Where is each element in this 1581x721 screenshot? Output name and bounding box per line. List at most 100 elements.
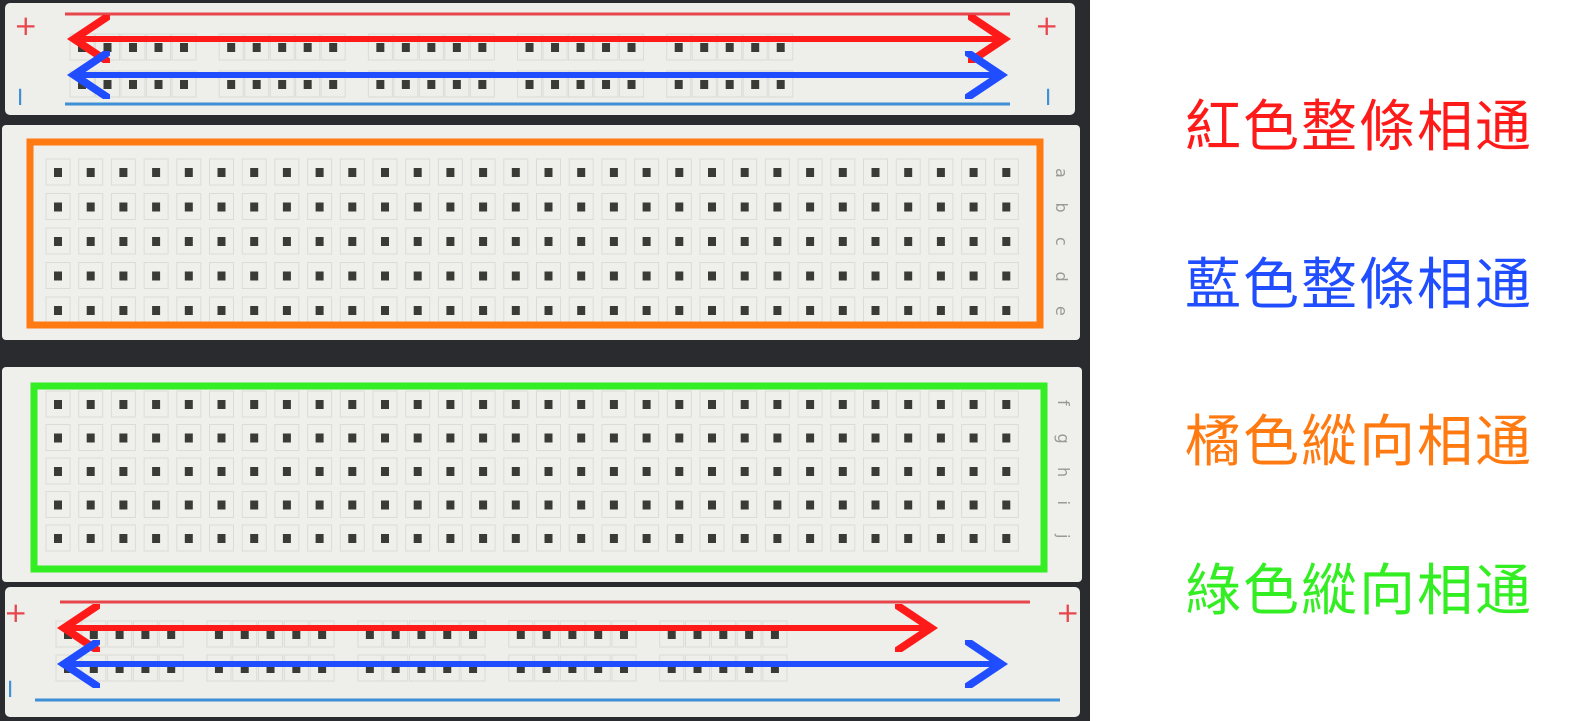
terminal-hole-cell: [666, 524, 692, 552]
terminal-hole-cell: [405, 158, 431, 186]
terminal-hole-cell: [437, 262, 463, 289]
terminal-hole-cell: [241, 424, 267, 451]
terminal-hole: [348, 237, 357, 246]
terminal-hole-cell: [764, 227, 790, 255]
terminal-hole-cell: [372, 158, 398, 186]
terminal-hole: [577, 202, 586, 212]
terminal-hole-cell: [307, 227, 333, 255]
terminal-hole-cell: [601, 424, 627, 451]
terminal-hole: [152, 433, 161, 443]
terminal-hole: [479, 271, 488, 281]
terminal-hole: [740, 202, 749, 212]
rail-hole: [469, 630, 478, 639]
terminal-hole-cell: [176, 262, 202, 289]
terminal-hole-cell: [993, 262, 1019, 289]
terminal-hole: [904, 271, 913, 281]
terminal-hole: [348, 168, 357, 177]
terminal-hole: [381, 467, 389, 476]
terminal-hole: [773, 306, 782, 315]
terminal-hole-cell: [241, 158, 267, 186]
rail-hole: [180, 80, 188, 89]
terminal-hole-cell: [764, 158, 790, 186]
terminal-hole-cell: [437, 457, 463, 485]
rail-hole: [401, 43, 410, 52]
terminal-hole-cell: [339, 424, 365, 451]
terminal-hole-cell: [241, 262, 267, 289]
terminal-hole-cell: [895, 491, 921, 518]
terminal-hole-cell: [274, 457, 300, 485]
terminal-hole-cell: [568, 158, 594, 186]
terminal-hole-cell: [666, 457, 692, 485]
terminal-hole-cell: [830, 158, 856, 186]
terminal-hole: [479, 202, 488, 212]
terminal-hole-cell: [274, 158, 300, 186]
terminal-hole-cell: [176, 390, 202, 418]
terminal-hole-cell: [895, 524, 921, 552]
terminal-hole-cell: [110, 158, 136, 186]
terminal-hole: [282, 433, 291, 443]
rail-hole: [141, 630, 150, 639]
terminal-hole: [282, 306, 291, 315]
rail-hole: [303, 80, 312, 89]
terminal-hole-cell: [961, 227, 987, 255]
terminal-hole-cell: [863, 524, 888, 552]
terminal-hole: [152, 202, 161, 212]
terminal-hole: [969, 202, 978, 212]
terminal-hole-cell: [110, 424, 136, 451]
terminal-hole: [184, 306, 193, 315]
terminal-hole-cell: [45, 390, 71, 418]
rail-hole: [725, 43, 734, 52]
bottom-terminal-strip: [2, 367, 1082, 582]
terminal-hole-cell: [503, 491, 529, 518]
terminal-hole: [217, 534, 226, 543]
terminal-hole: [511, 500, 520, 510]
legend-item-green: 綠色縱向相通: [1185, 557, 1565, 627]
top-terminal-holes: [45, 158, 1019, 324]
terminal-hole-cell: [110, 491, 136, 518]
terminal-hole-cell: [307, 262, 333, 289]
terminal-hole: [413, 433, 422, 443]
terminal-hole: [871, 168, 880, 177]
terminal-hole: [642, 202, 651, 212]
legend-red-text: 紅色整條相通: [1185, 95, 1533, 160]
terminal-hole: [217, 433, 226, 443]
terminal-hole: [250, 306, 259, 315]
terminal-hole: [479, 467, 488, 476]
terminal-hole-cell: [372, 524, 398, 552]
terminal-hole: [282, 168, 291, 177]
terminal-hole: [413, 306, 422, 315]
terminal-hole-cell: [764, 390, 790, 418]
terminal-hole-cell: [339, 524, 365, 552]
rail-hole: [167, 630, 176, 639]
rail-hole: [551, 80, 560, 89]
rail-hole: [551, 43, 560, 52]
terminal-hole: [609, 168, 618, 177]
terminal-hole: [217, 237, 226, 246]
terminal-hole: [413, 400, 422, 409]
terminal-hole-cell: [536, 524, 561, 552]
terminal-hole: [871, 534, 880, 543]
terminal-hole: [609, 400, 618, 409]
rail-hole: [627, 80, 636, 89]
terminal-hole: [119, 271, 128, 281]
terminal-hole-cell: [993, 491, 1019, 518]
terminal-hole-cell: [470, 262, 496, 289]
rail-hole: [776, 80, 785, 89]
terminal-hole-cell: [274, 193, 300, 220]
terminal-hole: [152, 237, 161, 246]
rail-hole: [278, 43, 287, 52]
terminal-hole-cell: [666, 424, 692, 451]
terminal-hole: [904, 500, 913, 510]
terminal-hole: [838, 500, 847, 510]
terminal-hole: [936, 202, 945, 212]
terminal-hole: [184, 433, 193, 443]
terminal-hole: [675, 467, 684, 476]
terminal-hole-cell: [764, 524, 790, 552]
terminal-hole: [708, 500, 716, 510]
rail-hole: [401, 80, 410, 89]
terminal-hole-cell: [568, 390, 594, 418]
terminal-hole: [479, 168, 488, 177]
terminal-hole: [119, 400, 128, 409]
terminal-hole-cell: [732, 262, 758, 289]
terminal-hole-cell: [830, 491, 856, 518]
